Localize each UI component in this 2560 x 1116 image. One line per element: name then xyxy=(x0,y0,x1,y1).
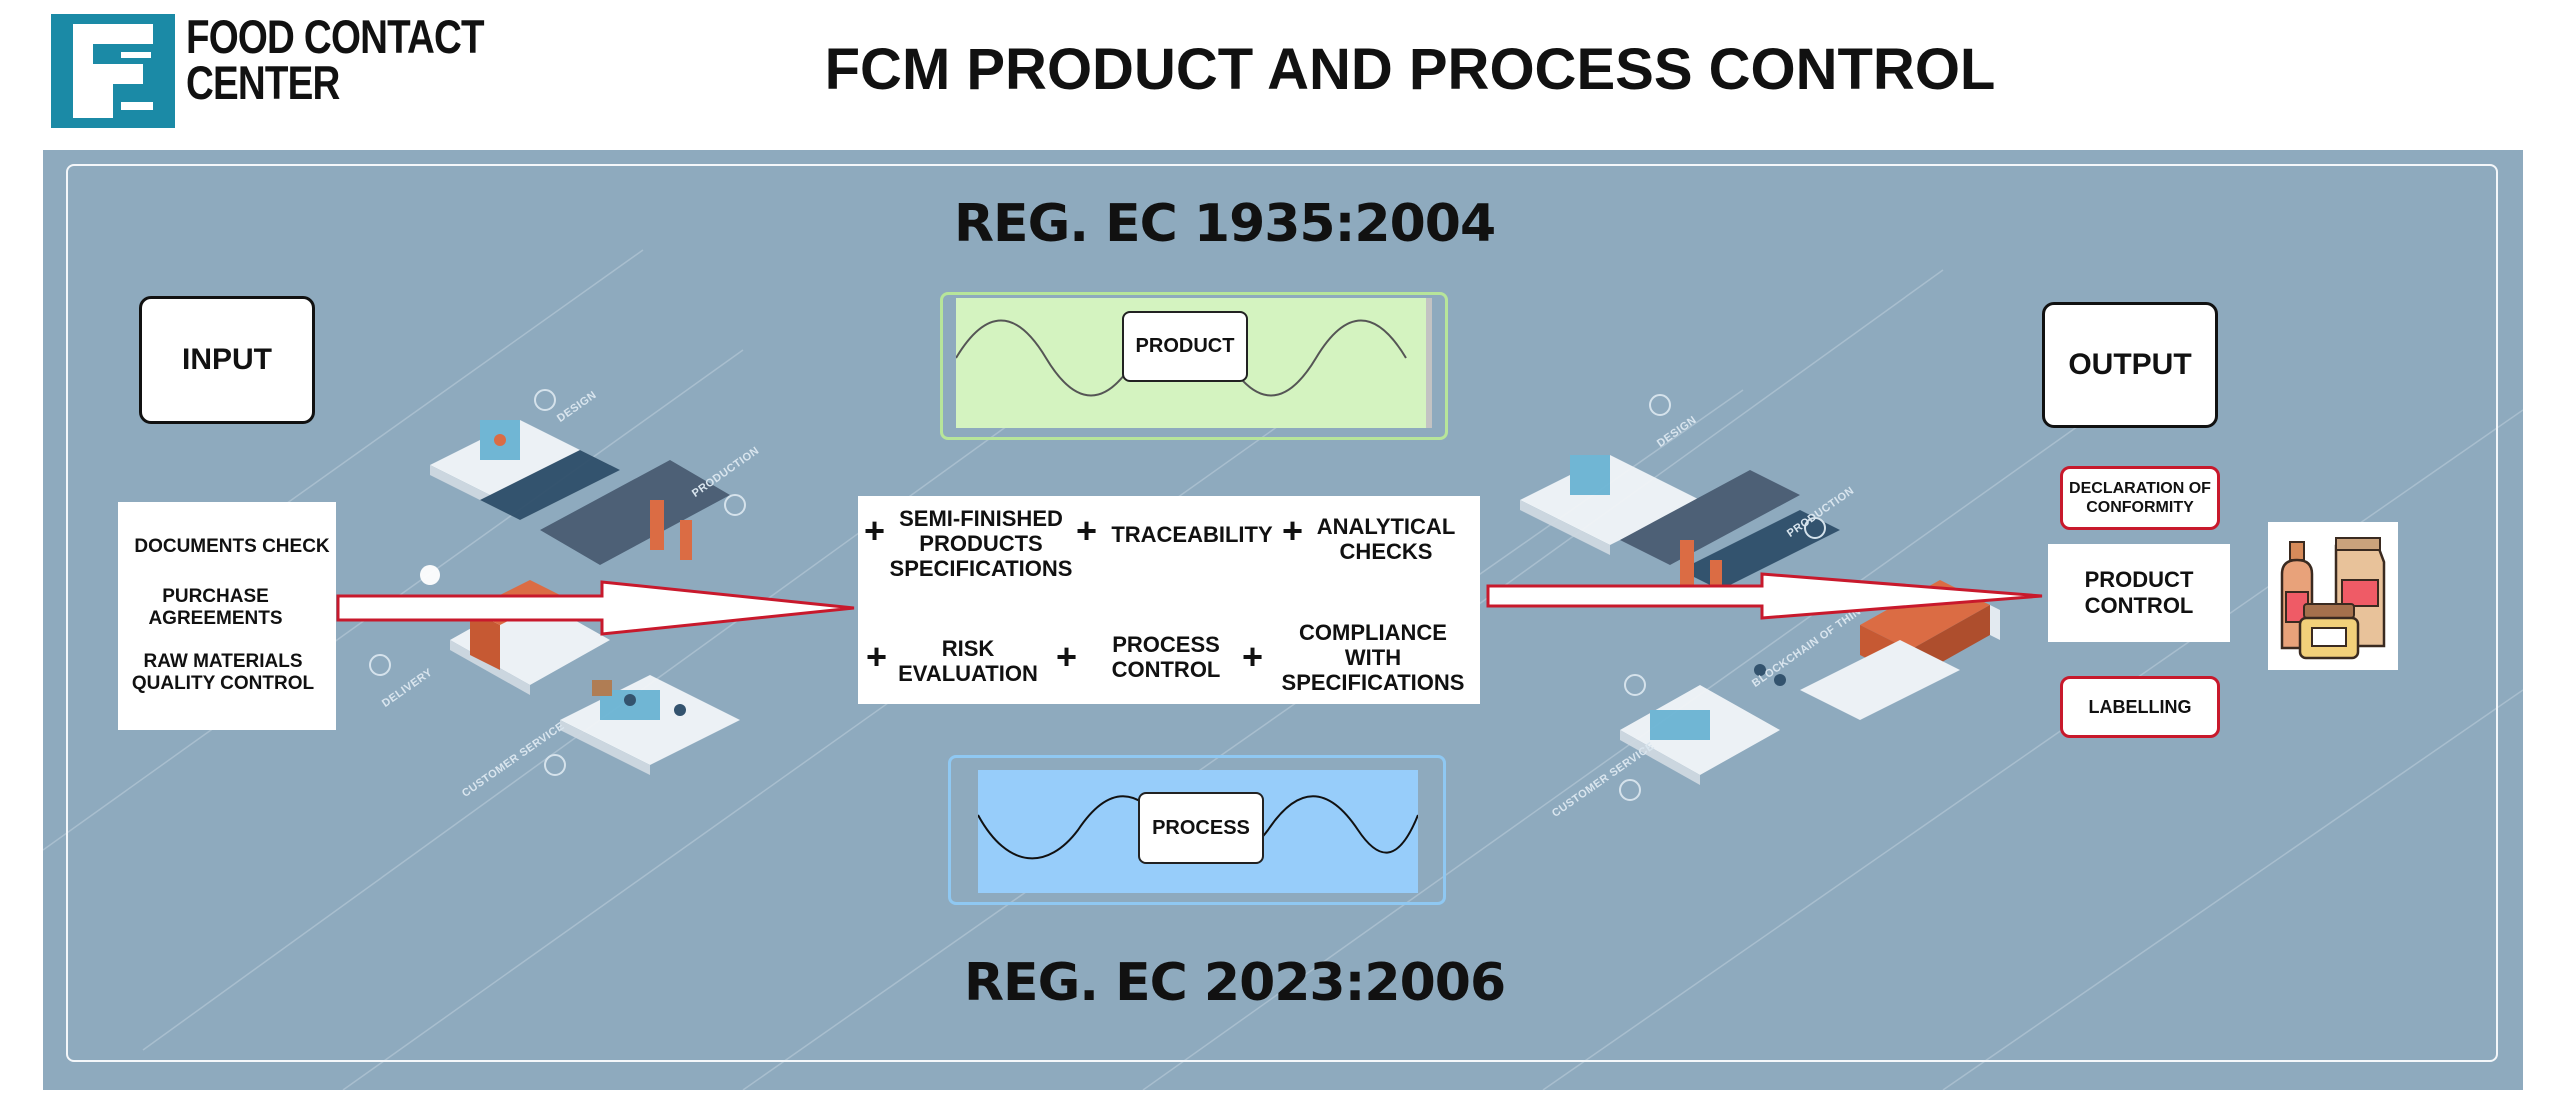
output-box: OUTPUT xyxy=(2042,302,2218,428)
control-semi-finished: SEMI-FINISHED PRODUCTS SPECIFICATIONS xyxy=(889,506,1073,581)
input-item-purchase-agreements: PURCHASE AGREEMENTS xyxy=(148,586,283,629)
red-arrow-icon-left xyxy=(336,580,855,636)
plus-icon: + xyxy=(1076,510,1098,551)
regulation-top: REG. EC 1935:2004 xyxy=(954,194,1496,254)
plus-icon: + xyxy=(1056,636,1078,677)
plus-icon: + xyxy=(866,636,888,677)
packaging-products-icon xyxy=(2268,522,2398,670)
control-analytical-checks: ANALYTICAL CHECKS xyxy=(1316,514,1456,564)
control-traceability: TRACEABILITY xyxy=(1111,522,1273,547)
inner-border xyxy=(66,164,2498,1062)
logo-line-2: CENTER xyxy=(186,56,340,109)
fcc-logo-icon xyxy=(51,14,175,128)
plus-icon: + xyxy=(1242,636,1264,677)
control-risk-evaluation: RISK EVALUATION xyxy=(898,636,1038,686)
declaration-of-conformity: DECLARATION OF CONFORMITY xyxy=(2060,466,2220,530)
input-item-documents-check: DOCUMENTS CHECK xyxy=(134,536,330,557)
logo-wordmark: FOOD CONTACT CENTER xyxy=(186,10,485,109)
controls-box: + SEMI-FINISHED PRODUCTS SPECIFICATIONS … xyxy=(858,496,1480,704)
product-label: PRODUCT xyxy=(1122,311,1248,382)
input-label: INPUT xyxy=(182,343,272,376)
labelling: LABELLING xyxy=(2060,676,2220,738)
product-control-box: PRODUCT CONTROL xyxy=(2048,544,2230,642)
page-title: FCM PRODUCT AND PROCESS CONTROL xyxy=(824,37,1996,102)
product-wave-frame xyxy=(940,292,1448,440)
process-wave-frame xyxy=(948,755,1446,905)
input-documents-box: DOCUMENTS CHECK PURCHASE AGREEMENTS RAW … xyxy=(118,502,336,730)
logo-line-1: FOOD CONTACT xyxy=(186,10,485,63)
plus-icon: + xyxy=(864,510,886,551)
input-box: INPUT xyxy=(139,296,315,424)
control-process-control: PROCESS CONTROL xyxy=(1111,632,1221,682)
input-item-raw-materials: RAW MATERIALS QUALITY CONTROL xyxy=(131,651,315,694)
red-arrow-icon-right xyxy=(1486,572,2043,620)
plus-icon: + xyxy=(1282,510,1304,551)
regulation-bottom: REG. EC 2023:2006 xyxy=(964,953,1506,1013)
output-label: OUTPUT xyxy=(2068,348,2192,381)
process-label: PROCESS xyxy=(1138,792,1264,864)
control-compliance: COMPLIANCE WITH SPECIFICATIONS xyxy=(1281,620,1465,695)
